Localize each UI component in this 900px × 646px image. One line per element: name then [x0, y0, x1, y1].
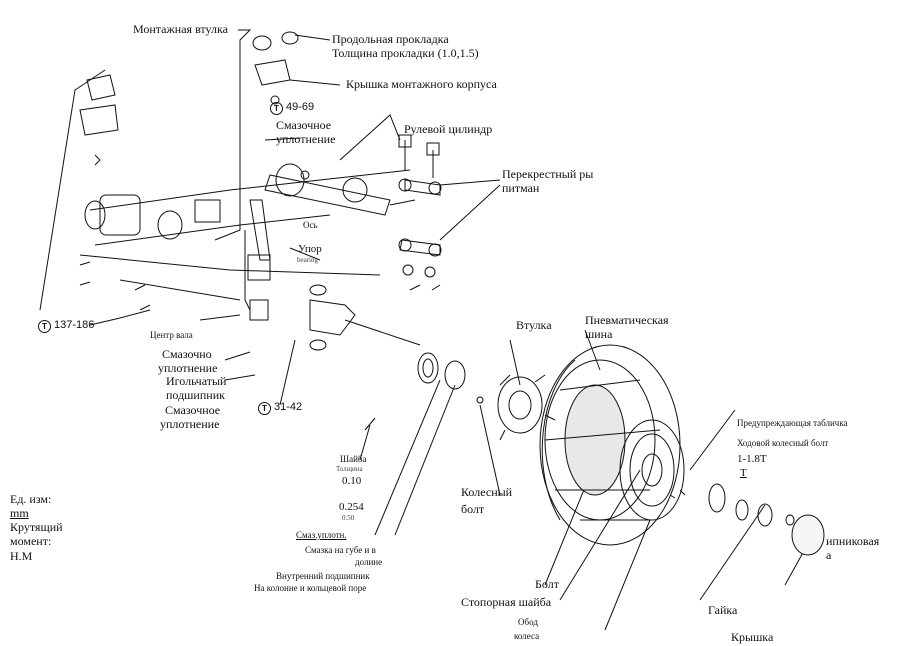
mount-bushing-parts	[39, 31, 299, 311]
torque-icon: T	[270, 102, 283, 115]
hub-assembly	[417, 352, 556, 441]
torque-icon: T	[258, 402, 271, 415]
steering-cylinder	[264, 163, 416, 216]
leader-rim	[604, 519, 651, 631]
leader-lipgrease	[394, 384, 456, 536]
leader-thickness	[359, 424, 371, 461]
label-steering-cylinder: Рулевой цилиндр	[404, 122, 493, 136]
label-inner-bearing: Внутренний подшипник	[276, 571, 370, 581]
label-nut: Гайка	[708, 603, 738, 617]
label-stop-2: bearing	[297, 256, 318, 264]
label-washer-value: 0.10	[342, 475, 362, 487]
label-bearing-cap-1: ипниковая	[826, 534, 880, 548]
label-lip-grease-1: Смазка на губе и в	[305, 545, 376, 555]
label-warning-plate: Предупреждающая табличка	[737, 418, 848, 428]
leader-pitman	[439, 179, 501, 241]
label-grease-seal-low-2: уплотнение	[160, 417, 220, 431]
label-grease-seal: Смаз.уплотн.	[296, 530, 347, 540]
label-cross-pitman-2: питман	[502, 181, 540, 195]
label-thickness: Толщина	[336, 465, 363, 473]
label-cross-pitman-1: Перекрестный ры	[502, 167, 594, 181]
steering-knuckle	[309, 284, 421, 351]
label-shaft-center: Центр вала	[150, 330, 193, 340]
torque-unit: Н.М	[10, 549, 33, 563]
torque-value: 137-186	[54, 319, 95, 331]
label-wheel-bolt-t: T	[740, 467, 747, 479]
label-rim-2: колеса	[514, 631, 540, 641]
label-bushing: Втулка	[516, 318, 552, 332]
label-needle-bearing-2: подшипник	[166, 388, 225, 402]
label-needle-bearing-1: Игольчатый	[166, 374, 227, 388]
leader-tire	[584, 329, 601, 371]
unit-mm: mm	[10, 506, 29, 520]
label-lip-grease-2: долине	[355, 557, 383, 567]
label-column-ring: На колонне и кольцевой поре	[254, 583, 367, 593]
torque-label-1: Крутящий	[10, 520, 63, 534]
leader-needle	[224, 351, 256, 381]
leader-shim	[294, 34, 331, 41]
leader-warning	[689, 409, 736, 471]
label-grease-seal-mid-2: уплотнение	[158, 361, 218, 375]
torque-icon: T	[38, 320, 51, 333]
label-axle: Ось	[303, 220, 318, 230]
leader-lockwasher	[559, 469, 641, 601]
label-bearing-cap-2: а	[826, 548, 832, 562]
label-bolt: Болт	[535, 577, 559, 591]
label-mount-bushing: Монтажная втулка	[133, 22, 228, 36]
leader-steering	[339, 114, 401, 161]
leader-mount-bushing	[214, 29, 252, 241]
label-grease-seal-top-2: уплотнение	[276, 132, 336, 146]
label-tire-2: шина	[585, 327, 613, 341]
leader-bolt2	[544, 474, 591, 586]
unit-label: Ед. изм:	[10, 492, 52, 506]
leader-torque-137	[89, 309, 151, 326]
label-wheel-bolt-1: Колесный	[461, 485, 513, 499]
label-mount-housing-cover: Крышка монтажного корпуса	[346, 77, 497, 91]
label-washer-value-3: 0.50	[342, 514, 355, 522]
leader-washer-b	[374, 379, 441, 536]
leader-torque-31	[279, 339, 296, 406]
label-shim-thickness: Толщина прокладки (1.0,1.5)	[332, 46, 479, 60]
label-longitudinal-shim: Продольная прокладка	[332, 32, 449, 46]
torque-value: 49-69	[286, 101, 315, 113]
pitman-arms	[398, 134, 442, 291]
label-grease-seal-top-1: Смазочное	[276, 118, 332, 132]
label-cover: Крышка	[731, 630, 774, 644]
leader-washer-a	[364, 417, 376, 431]
label-grease-seal-mid-1: Смазочно	[162, 347, 212, 361]
label-washer: Шайба	[340, 454, 367, 464]
wheel-rim	[619, 419, 685, 521]
label-wheel-bolt-2: болт	[461, 502, 485, 516]
leader-cover	[289, 79, 341, 86]
steering-frame	[79, 169, 411, 321]
outer-hub-parts	[669, 483, 825, 556]
torque-value: 31-42	[274, 401, 303, 413]
leader-bolt	[479, 404, 501, 496]
torque-label-2: момент:	[10, 534, 52, 548]
leader-bushing	[509, 339, 521, 386]
pneumatic-tire	[539, 344, 681, 546]
label-stop-1: Упор	[298, 243, 322, 255]
label-washer-value-2: 0.254	[339, 501, 364, 513]
leader-nut	[699, 504, 766, 601]
label-tire-1: Пневматическая	[585, 313, 669, 327]
leader-seal-top	[264, 137, 301, 141]
label-grease-seal-low-1: Смазочное	[165, 403, 221, 417]
leader-center	[199, 314, 241, 321]
label-wheel-bolt-value: 1-1.8T	[737, 453, 767, 465]
label-rim-1: Обод	[518, 617, 538, 627]
label-wheel-bolt-torque: Ходовой колесный болт	[737, 438, 829, 448]
leader-stop	[289, 247, 321, 261]
label-lock-washer: Стопорная шайба	[461, 595, 552, 609]
